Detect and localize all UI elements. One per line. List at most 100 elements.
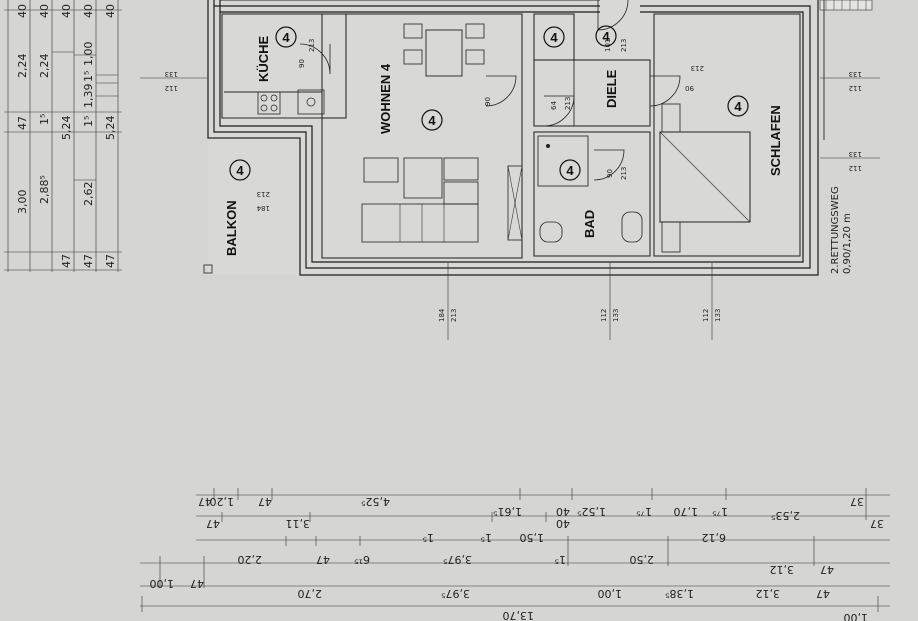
- dim-r3-1: 47: [820, 563, 834, 576]
- dim-r4-5: 3,97⁵: [441, 587, 470, 600]
- marker-balkon: 4: [229, 159, 251, 181]
- dim-c1-2: 47: [16, 116, 29, 130]
- dim-c5-3: 40: [104, 4, 117, 18]
- marker-bad: 4: [559, 159, 581, 181]
- dim-c1-4: 40: [16, 4, 29, 18]
- window-2b: 133: [612, 309, 620, 322]
- dim-c4-6: 1,00: [82, 42, 95, 67]
- door-label-8: 90: [685, 84, 694, 92]
- window-1b: 213: [450, 309, 458, 322]
- door-label-7: 213: [620, 39, 628, 52]
- dim-c4-1: 47: [82, 254, 95, 268]
- dim-r3-4: 1⁵: [555, 553, 566, 566]
- door-labels: 90 213 90 64 213 101 213 90 213 90 213 1…: [256, 39, 704, 212]
- marker-kueche: 4: [275, 26, 297, 48]
- svg-text:4: 4: [566, 163, 574, 178]
- dim-c2-2: 1⁵: [38, 114, 51, 125]
- dim-r1-8: 1,61⁵: [493, 505, 522, 518]
- dim-r1-9: 4,52⁵: [361, 495, 390, 508]
- dim-r4-3: 1,38⁵: [665, 587, 694, 600]
- dim-r1-7: 40: [556, 505, 570, 518]
- dim-r6-1: 1,00: [844, 611, 869, 621]
- door-label-12: 184: [256, 204, 270, 212]
- dim-r3-2: 3,12: [770, 563, 795, 576]
- dim-r2-2: 6,12: [702, 531, 727, 544]
- dim-r2-8: 47: [206, 517, 220, 530]
- dim-r4-4: 1,00: [598, 587, 623, 600]
- svg-text:4: 4: [734, 99, 742, 114]
- dim-r1-6: 1,52⁵: [577, 505, 606, 518]
- door-label-9: 213: [691, 64, 704, 72]
- dim-r4-7: 47: [190, 577, 204, 590]
- door-label-1: 90: [298, 59, 306, 68]
- dim-r2-6: 1⁵: [423, 531, 434, 544]
- dim-r1-1: 37: [850, 495, 864, 508]
- door-label-3: 90: [484, 97, 492, 106]
- dim-r2-5: 1⁵: [481, 531, 492, 544]
- dim-c1-1: 3,00: [16, 190, 29, 215]
- room-balkon: BALKON: [224, 200, 239, 256]
- dim-r2-3: 40: [556, 517, 570, 530]
- door-label-13: 213: [257, 190, 270, 198]
- door-label-11: 213: [620, 167, 628, 180]
- svg-text:4: 4: [428, 113, 436, 128]
- marker-wohnen: 4: [421, 109, 443, 131]
- door-label-2: 213: [308, 39, 316, 52]
- dim-c5-2: 5,24: [104, 116, 117, 141]
- room-labels: KÜCHE WOHNEN 4 BALKON BAD DIELE SCHLAFEN: [224, 35, 783, 256]
- edge-1a: 133: [165, 70, 178, 78]
- dim-r1-3: 1⁷⁵: [712, 505, 728, 518]
- dim-r2-1: 37: [870, 517, 884, 530]
- rettungsweg-line2: 0,90/1,20 m: [842, 213, 853, 274]
- rettungsweg-note: 2.RETTUNGSWEG 0,90/1,20 m: [830, 186, 853, 274]
- dim-c4-5: 1⁵: [82, 71, 95, 82]
- dim-r1-2: 2,53⁵: [771, 509, 800, 522]
- edge-3b: 112: [849, 164, 862, 172]
- room-diele: DIELE: [604, 69, 619, 108]
- svg-text:4: 4: [550, 30, 558, 45]
- svg-text:4: 4: [602, 29, 610, 44]
- furniture: [203, 23, 751, 274]
- dim-c4-3: 1⁵: [82, 116, 95, 127]
- edge-1b: 112: [165, 84, 178, 92]
- window-2a: 112: [600, 309, 608, 322]
- dim-c4-2: 2,62: [82, 182, 95, 207]
- room-wohnen: WOHNEN 4: [378, 63, 393, 134]
- dim-c3-2: 5,24: [60, 116, 73, 141]
- edge-2b: 112: [849, 84, 862, 92]
- dim-r3-6: 6¹⁵: [354, 553, 370, 566]
- dim-c4-7: 40: [82, 4, 95, 18]
- dim-r4-6: 2,70: [298, 587, 323, 600]
- dim-r3-5: 3,97⁵: [443, 553, 472, 566]
- marker-schlafen: 4: [727, 95, 749, 117]
- dim-c2-1: 2,88⁵: [38, 175, 51, 204]
- dim-c2-4: 40: [38, 4, 51, 18]
- dim-r5-total: 13,70: [503, 609, 535, 621]
- door-label-5: 213: [564, 97, 572, 110]
- window-3b: 133: [714, 309, 722, 322]
- door-swings: [299, 0, 681, 181]
- dim-r4-8: 1,00: [150, 577, 175, 590]
- svg-text:4: 4: [236, 163, 244, 178]
- dim-r3-3: 2,50: [630, 553, 655, 566]
- dim-r4-2: 3,12: [756, 587, 781, 600]
- dim-c3-1: 47: [60, 254, 73, 268]
- dim-r1-12: 47: [198, 495, 212, 508]
- dim-r1-11: 1,20: [210, 495, 235, 508]
- dim-r4-1: 47: [816, 587, 830, 600]
- marker-small: 4: [543, 26, 565, 48]
- dim-c3-3: 40: [60, 4, 73, 18]
- edge-2a: 133: [849, 70, 862, 78]
- dim-r1-4: 1,70: [674, 505, 699, 518]
- rettungsweg-line1: 2.RETTUNGSWEG: [830, 186, 841, 274]
- room-markers: 4 4 4 4 4 4 4: [229, 25, 749, 181]
- window-3a: 112: [702, 309, 710, 322]
- door-label-10: 90: [606, 169, 614, 178]
- dim-r1-10: 47: [258, 495, 272, 508]
- svg-text:4: 4: [282, 30, 290, 45]
- dim-c2-3: 2,24: [38, 54, 51, 79]
- left-dimension-columns: 3,00 47 2,24 40 2,88⁵ 1⁵ 2,24 40 47 5,24…: [4, 0, 122, 272]
- dim-r3-8: 2,20: [238, 553, 263, 566]
- room-bad: BAD: [582, 210, 597, 238]
